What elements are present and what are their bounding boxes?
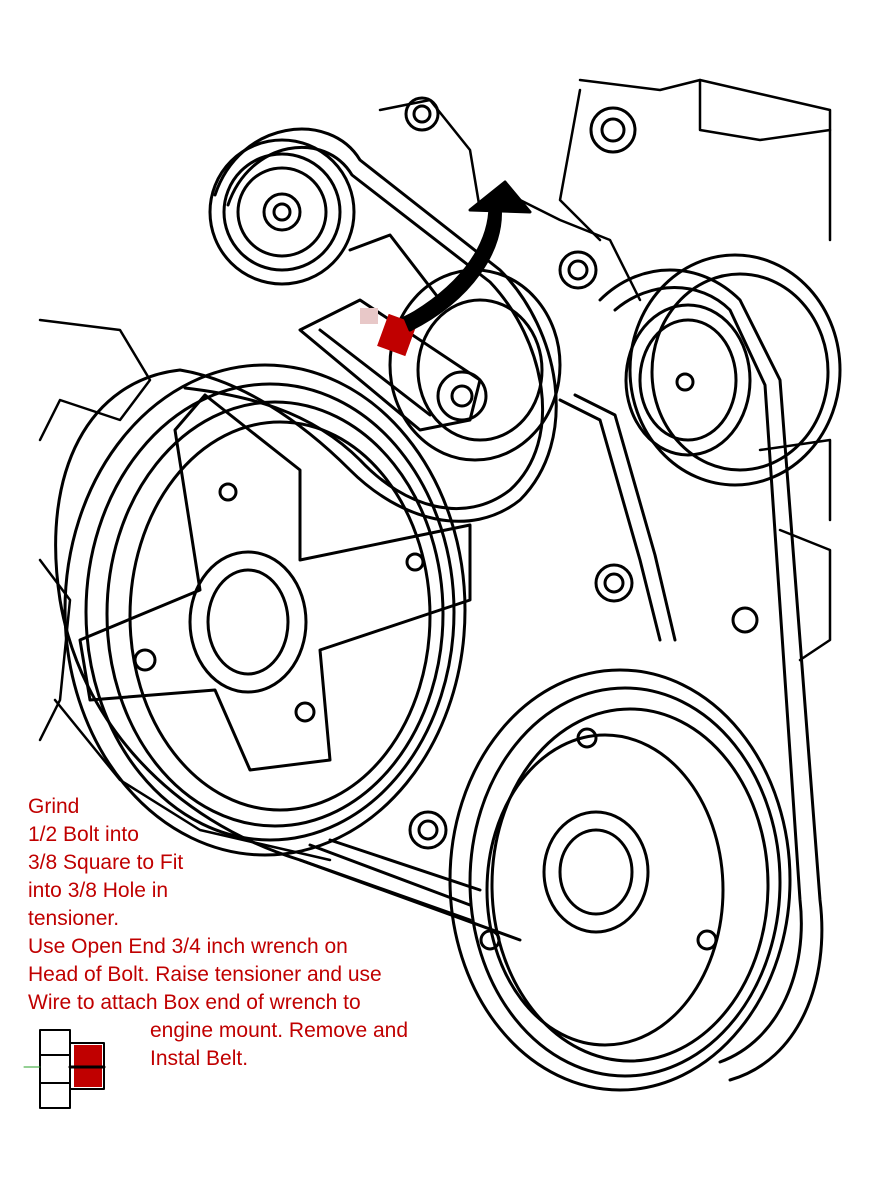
engine-block-outline (38, 78, 832, 862)
belt-tensioner (298, 233, 562, 462)
crankshaft-pulley (63, 363, 472, 857)
instruction-annotation-continued: engine mount. Remove and Instal Belt. (150, 1017, 408, 1073)
annotation-line: tensioner. (28, 907, 120, 930)
raise-direction-arrow (403, 180, 532, 332)
upper-idler-pulley (208, 138, 356, 286)
annotation-line: Grind (28, 795, 80, 818)
annotation-line: 3/8 Square to Fit (28, 851, 184, 874)
water-pump-pulley (448, 668, 792, 1092)
serpentine-belt (54, 127, 824, 1082)
annotation-line: Wire to attach Box end of wrench to (28, 991, 361, 1014)
lower-belt-run (298, 838, 482, 922)
modified-bolt-sketch (23, 1029, 106, 1109)
annotation-line: engine mount. Remove and (150, 1019, 408, 1042)
instruction-annotation: Grind 1/2 Bolt into 3/8 Square to Fit in… (28, 793, 382, 1017)
annotation-line: Use Open End 3/4 inch wrench on (28, 935, 348, 958)
annotation-line: 1/2 Bolt into (28, 823, 139, 846)
bolt-heads (404, 96, 759, 850)
annotation-line: into 3/8 Hole in (28, 879, 169, 902)
annotation-line: Head of Bolt. Raise tensioner and use (28, 963, 382, 986)
alternator-pulley (624, 253, 842, 487)
annotation-line: Instal Belt. (150, 1047, 249, 1070)
